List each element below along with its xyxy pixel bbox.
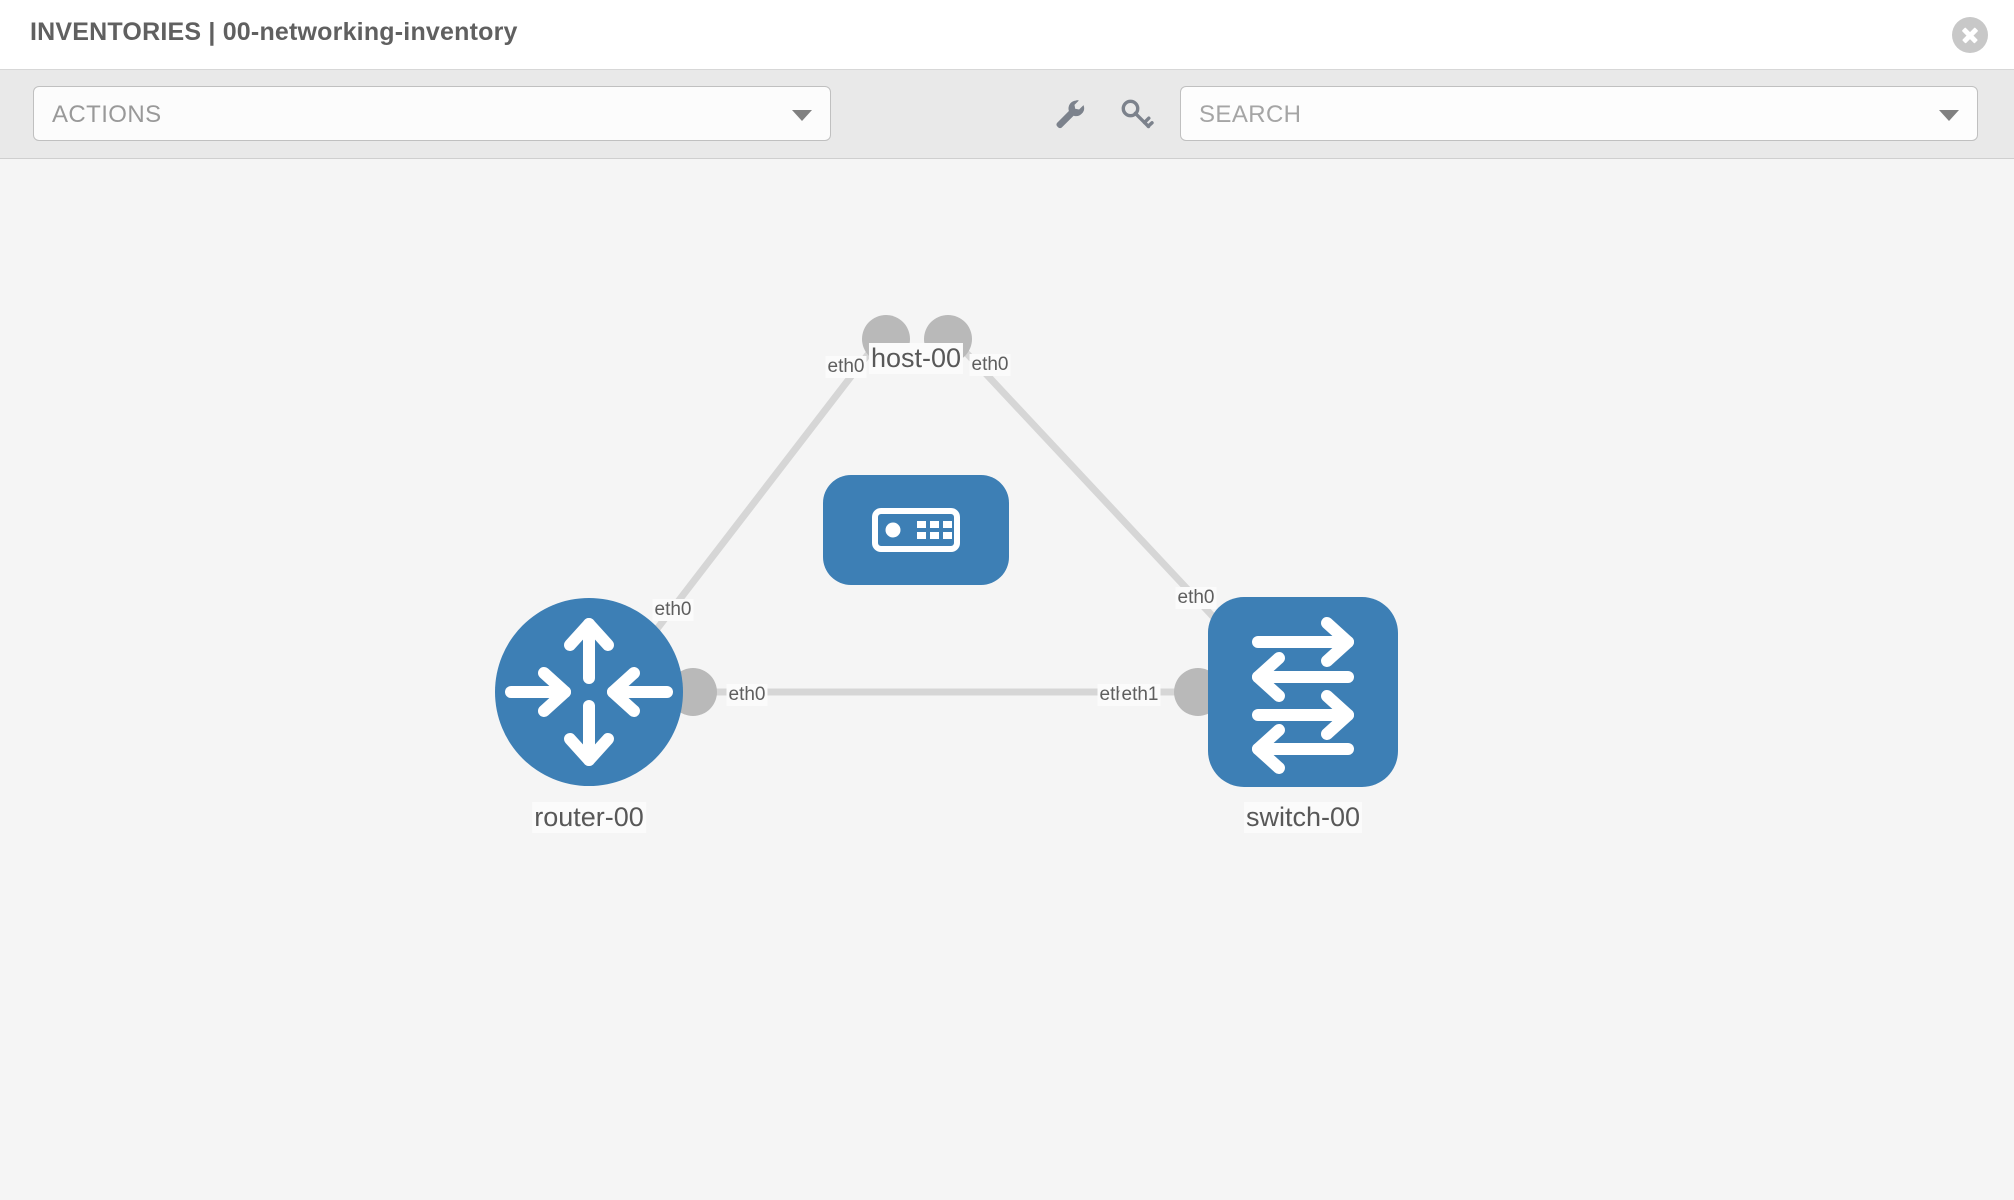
node-switch-00 — [1208, 597, 1398, 787]
bidirectional-arrows-icon — [1252, 617, 1354, 774]
search-input[interactable]: SEARCH — [1180, 86, 1978, 141]
interface-label: eth0 — [726, 684, 768, 706]
actions-dropdown-label: ACTIONS — [52, 101, 162, 128]
topology-graph — [495, 315, 1398, 787]
interface-label: eth0 — [652, 599, 694, 621]
header-bar: INVENTORIES | 00-networking-inventory — [0, 0, 2014, 70]
actions-dropdown[interactable]: ACTIONS — [33, 86, 831, 141]
close-icon[interactable] — [1952, 17, 1988, 53]
interface-label: eth0 — [969, 354, 1011, 376]
node-label-switch-00: switch-00 — [1243, 802, 1363, 833]
node-router-00 — [495, 598, 683, 786]
interface-label: eth0 — [825, 356, 867, 378]
topology-canvas[interactable]: host-00 router-00 switch-00 eth0 eth0 et… — [0, 159, 2014, 1200]
node-label-router-00: router-00 — [532, 802, 646, 833]
interface-label: eth0 — [1175, 587, 1217, 609]
node-label-host-00: host-00 — [868, 343, 964, 374]
key-icon[interactable] — [1118, 96, 1154, 132]
search-placeholder: SEARCH — [1199, 101, 1302, 128]
server-appliance-icon — [872, 508, 960, 552]
wrench-icon[interactable] — [1052, 96, 1088, 132]
node-host-00 — [823, 475, 1009, 585]
chevron-down-icon[interactable] — [1939, 110, 1959, 121]
interface-label: eth1 — [1119, 684, 1161, 706]
toolbar: ACTIONS SEARCH — [0, 70, 2014, 159]
chevron-down-icon — [792, 110, 812, 121]
four-arrows-inward-icon — [505, 618, 673, 766]
breadcrumb: INVENTORIES | 00-networking-inventory — [30, 18, 518, 46]
